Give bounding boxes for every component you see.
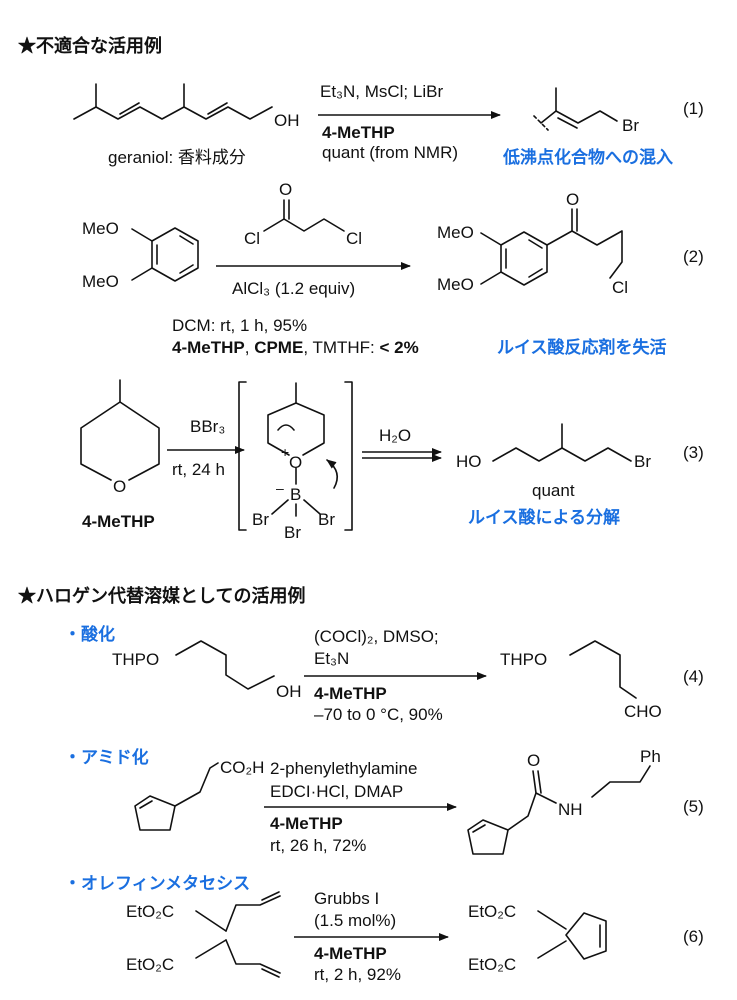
r3-reagent: BBr₃ [190, 417, 225, 436]
r5-reagent2: EDCI·HCl, DMAP [270, 782, 403, 801]
r6-reagent2: (1.5 mol%) [314, 911, 396, 930]
oxonium-borate-structure [267, 382, 339, 517]
borate-minus: – [276, 480, 284, 496]
r5-heading: ・アミド化 [64, 747, 149, 767]
ketone-meo-top: MeO [437, 223, 474, 242]
r5-reagent1: 2-phenylethylamine [270, 759, 417, 778]
r4-heading: ・酸化 [64, 624, 115, 644]
r6-prod-ester-bottom: EtO₂C [468, 955, 516, 974]
aryl-ketone-structure [480, 208, 623, 286]
r4-sm-oh: OH [276, 682, 302, 701]
r4-reagent2: Et₃N [314, 649, 349, 668]
acyl-o-label: O [279, 180, 292, 199]
thpo-butanal-structure [569, 640, 637, 699]
thpo-butanol-structure [175, 640, 275, 690]
r4-prod-thpo: THPO [500, 650, 547, 669]
oxonium-o-label: O [289, 453, 302, 472]
section-title-halogen-alternative: ★ハロゲン代替溶媒としての活用例 [18, 585, 305, 606]
bromo-alcohol-br: Br [634, 452, 651, 471]
r5-cond: rt, 26 h, 72% [270, 836, 366, 855]
phenethyl-amide-structure [467, 765, 651, 855]
reaction-number-4: (4) [683, 667, 704, 686]
r3-yield: quant [532, 481, 575, 500]
r5-solvent: 4-MeTHP [270, 814, 343, 833]
r1-note-volatile: 低沸点化合物への混入 [502, 147, 673, 167]
reaction-number-3: (3) [683, 443, 704, 462]
r1-reagents: Et₃N, MsCl; LiBr [320, 82, 443, 101]
r1-solvent: 4-MeTHP [322, 123, 395, 142]
section-title-unsuitable: ★不適合な活用例 [18, 35, 162, 56]
geraniol-caption: geraniol: 香料成分 [108, 148, 246, 167]
r2-cond-dcm: DCM: rt, 1 h, 95% [172, 316, 307, 335]
r6-cond: rt, 2 h, 92% [314, 965, 401, 984]
geraniol-structure [73, 83, 273, 120]
oxonium-plus: + [281, 444, 289, 460]
r3-note-decomposition: ルイス酸による分解 [468, 507, 620, 527]
borate-br-right: Br [318, 510, 335, 529]
ketone-cl-label: Cl [612, 278, 628, 297]
reaction-number-1: (1) [683, 99, 704, 118]
r4-reagent1: (COCl)₂, DMSO; [314, 627, 439, 646]
r6-prod-ester-top: EtO₂C [468, 902, 516, 921]
bromo-alcohol-ho: HO [456, 452, 482, 471]
veratrole-meo-top: MeO [82, 219, 119, 238]
prenyl-bromide-structure [533, 87, 618, 131]
r6-sm-ester-top: EtO₂C [126, 902, 174, 921]
r4-cond: –70 to 0 °C, 90% [314, 705, 443, 724]
r4-prod-cho: CHO [624, 702, 662, 721]
borate-br-bottom: Br [284, 523, 301, 542]
veratrole-meo-bottom: MeO [82, 272, 119, 291]
methylthp-structure [80, 379, 160, 481]
acyl-cl-right: Cl [346, 229, 362, 248]
prenyl-br-label: Br [622, 116, 639, 135]
r6-sm-ester-bottom: EtO₂C [126, 955, 174, 974]
r3-cond: rt, 24 h [172, 460, 225, 479]
chloropropionyl-chloride-structure [263, 199, 345, 232]
intermediate-brackets [238, 381, 353, 531]
r6-reagent1: Grubbs I [314, 889, 379, 908]
reaction-number-2: (2) [683, 247, 704, 266]
cyclopentene-diester-structure [537, 910, 607, 960]
diallylmalonate-structure [195, 891, 281, 978]
thp-o-label: O [113, 477, 126, 496]
geraniol-oh-label: OH [274, 111, 300, 130]
acyl-cl-left: Cl [244, 229, 260, 248]
borate-b-label: B [290, 485, 301, 504]
r2-note-deactivation: ルイス酸反応剤を失活 [497, 337, 667, 357]
r2-catalyst: AlCl₃ (1.2 equiv) [232, 279, 355, 298]
r6-heading: ・オレフィンメタセシス [64, 874, 250, 893]
veratrole-structure [131, 227, 199, 282]
reaction-arrow-3b [362, 448, 442, 462]
r4-solvent: 4-MeTHP [314, 684, 387, 703]
reaction-number-6: (6) [683, 927, 704, 946]
amide-ph-label: Ph [640, 747, 661, 766]
r1-yield: quant (from NMR) [322, 143, 458, 162]
ketone-o-label: O [566, 190, 579, 209]
r4-sm-thpo: THPO [112, 650, 159, 669]
ketone-meo-bottom: MeO [437, 275, 474, 294]
cyclopentenylacetic-acid-structure [134, 762, 219, 831]
r2-cond-ethers: 4-MeTHP, CPME, TMTHF: < 2% [172, 338, 419, 357]
r3-step2-water: H₂O [379, 426, 411, 445]
borate-br-left: Br [252, 510, 269, 529]
r3-sm-label: 4-MeTHP [82, 512, 155, 531]
amide-nh-label: NH [558, 800, 583, 819]
reaction-number-5: (5) [683, 797, 704, 816]
r5-sm-co2h: CO₂H [220, 758, 264, 777]
r6-solvent: 4-MeTHP [314, 944, 387, 963]
amide-o-label: O [527, 751, 540, 770]
bromo-alcohol-structure [492, 423, 632, 462]
